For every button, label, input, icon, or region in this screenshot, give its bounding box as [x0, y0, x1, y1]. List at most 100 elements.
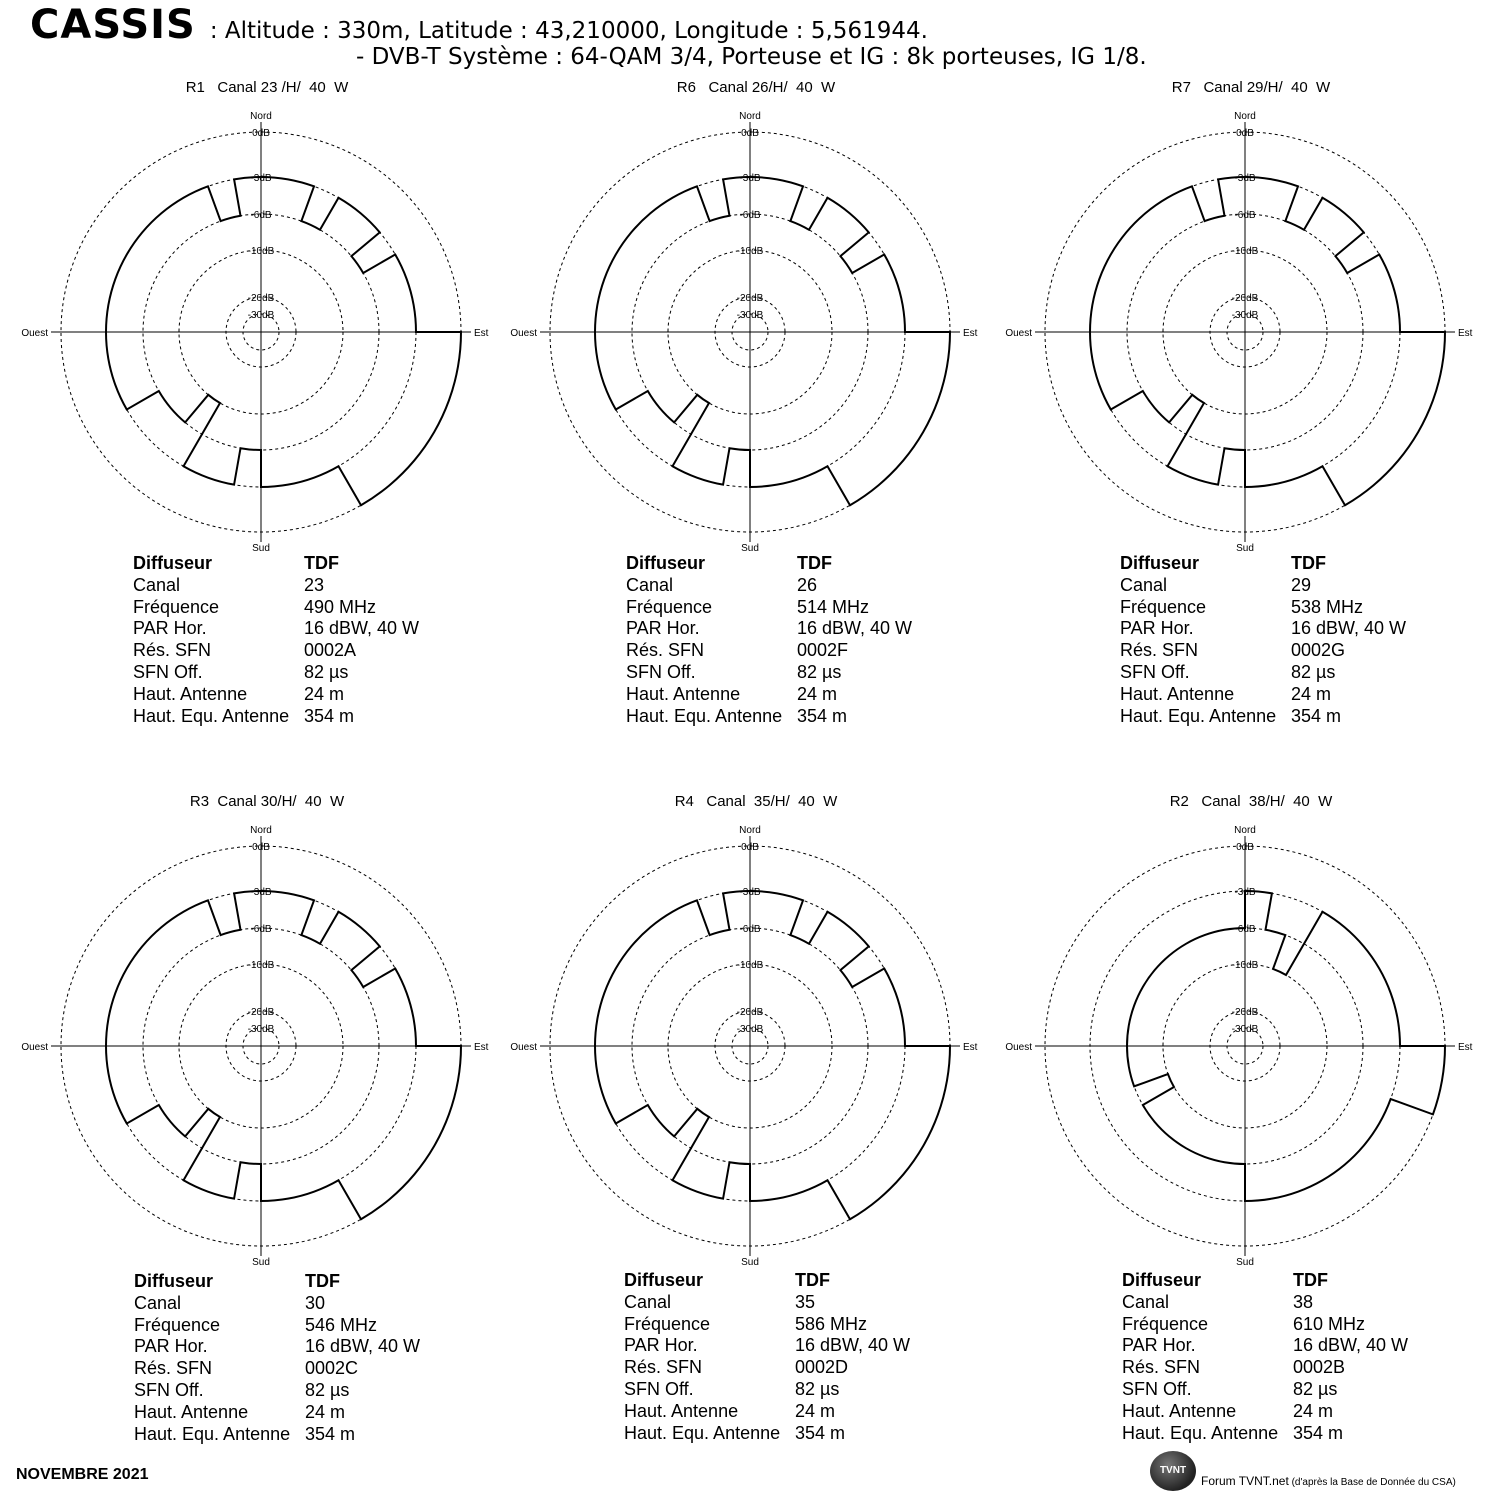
info-label: SFN Off. — [626, 661, 696, 682]
forum-credit-note: (d'après la Base de Donnée du CSA) — [1288, 1477, 1456, 1488]
info-value: TDF — [795, 1270, 830, 1290]
info-value: 82 µs — [1293, 1378, 1338, 1399]
info-value: 16 dBW, 40 W — [1291, 618, 1407, 639]
system-subtitle: - DVB-T Système : 64-QAM 3/4, Porteuse e… — [356, 44, 1147, 70]
info-label: Canal — [1120, 574, 1168, 595]
direction-label-east: Est — [1458, 1042, 1473, 1053]
info-label: Rés. SFN — [624, 1357, 703, 1378]
info-label: Haut. Equ. Antenne — [134, 1423, 291, 1444]
direction-label-west: Ouest — [1005, 328, 1032, 339]
info-value: 24 m — [795, 1400, 836, 1421]
info-label: Canal — [1122, 1291, 1170, 1312]
info-value: 16 dBW, 40 W — [797, 618, 913, 639]
direction-label-east: Est — [474, 328, 489, 339]
direction-label-south: Sud — [741, 543, 759, 554]
ring-label: -30dB — [737, 1024, 764, 1035]
polar-diagram: NordSudEstOuest0dB-3dB-6dB-10dB-20dB-30d… — [21, 825, 488, 1268]
info-label: Diffuseur — [1122, 1270, 1202, 1290]
info-value: 514 MHz — [797, 596, 870, 617]
info-label: PAR Hor. — [133, 618, 207, 639]
info-row-res-sfn: Rés. SFN 0002B — [1122, 1357, 1408, 1379]
direction-label-south: Sud — [1236, 1257, 1254, 1268]
info-row-sfn-off: SFN Off.82 µs — [1120, 662, 1406, 684]
ring-label: -10dB — [737, 960, 764, 971]
info-label: PAR Hor. — [1120, 618, 1194, 639]
info-label: SFN Off. — [1122, 1378, 1192, 1399]
ring-label: -6dB — [250, 210, 271, 221]
info-value: 16 dBW, 40 W — [795, 1335, 911, 1356]
info-label: Diffuseur — [1120, 553, 1200, 573]
polar-diagram: NordSudEstOuest0dB-3dB-6dB-10dB-20dB-30d… — [510, 825, 978, 1268]
info-row-haut-equ: Haut. Equ. Antenne 354 m — [134, 1424, 420, 1446]
info-value: 82 µs — [795, 1378, 840, 1399]
info-value: 29 — [1291, 574, 1312, 595]
ring-label: -30dB — [737, 310, 764, 321]
ring-label: -3dB — [739, 173, 760, 184]
info-label: SFN Off. — [624, 1378, 694, 1399]
diagram-title: R2 Canal 38/H/ 40 W — [1169, 793, 1333, 810]
info-value: 16 dBW, 40 W — [305, 1336, 421, 1357]
direction-label-south: Sud — [1236, 543, 1254, 554]
info-value: 0002B — [1293, 1357, 1346, 1378]
forum-credit: Forum TVNT.net (d'après la Base de Donné… — [1201, 1474, 1456, 1488]
direction-label-north: Nord — [1234, 825, 1256, 836]
info-value: 82 µs — [304, 661, 349, 682]
info-label: Haut. Equ. Antenne — [133, 705, 290, 726]
info-label: Diffuseur — [133, 553, 213, 573]
forum-logo-icon: TVNT — [1150, 1451, 1196, 1491]
ring-label: -20dB — [1232, 293, 1259, 304]
ring-label: -6dB — [1234, 924, 1255, 935]
radiation-pattern — [1088, 175, 1447, 507]
info-row-par: PAR Hor.16 dBW, 40 W — [133, 618, 419, 640]
info-value: 354 m — [305, 1423, 356, 1444]
info-label: SFN Off. — [134, 1379, 204, 1400]
info-row-canal: Canal 35 — [624, 1292, 910, 1314]
info-value: 24 m — [1291, 683, 1332, 704]
info-value: 0002G — [1291, 640, 1346, 661]
info-value: 82 µs — [797, 661, 842, 682]
ring-label: -3dB — [1234, 173, 1255, 184]
ring-label: -20dB — [1232, 1007, 1259, 1018]
direction-label-west: Ouest — [1005, 1042, 1032, 1053]
info-value: 38 — [1293, 1291, 1314, 1312]
info-value: 490 MHz — [304, 596, 377, 617]
info-label: Haut. Antenne — [134, 1401, 249, 1422]
info-value: 586 MHz — [795, 1313, 868, 1334]
ring-label: -3dB — [250, 887, 271, 898]
info-value: 538 MHz — [1291, 596, 1364, 617]
info-value: 35 — [795, 1291, 816, 1312]
info-value: 354 m — [1291, 705, 1342, 726]
direction-label-north: Nord — [739, 111, 761, 122]
info-label: PAR Hor. — [626, 618, 700, 639]
info-label: Fréquence — [624, 1313, 711, 1334]
diagram-title: R3 Canal 30/H/ 40 W — [189, 793, 345, 810]
direction-label-east: Est — [963, 1042, 978, 1053]
info-label: Canal — [624, 1291, 672, 1312]
info-row-sfn-off: SFN Off. 82 µs — [624, 1379, 910, 1401]
info-row-canal: Canal 38 — [1122, 1292, 1408, 1314]
info-row-par: PAR Hor.16 dBW, 40 W — [134, 1336, 420, 1358]
info-value: 546 MHz — [305, 1314, 378, 1335]
ring-label: -3dB — [250, 173, 271, 184]
info-label: Rés. SFN — [1122, 1357, 1201, 1378]
diagram-title: R1 Canal 23 /H/ 40 W — [185, 79, 349, 96]
forum-credit-name: Forum TVNT.net — [1201, 1474, 1289, 1488]
info-value: TDF — [305, 1271, 340, 1291]
direction-label-west: Ouest — [21, 328, 48, 339]
ring-label: 0dB — [1236, 842, 1254, 853]
